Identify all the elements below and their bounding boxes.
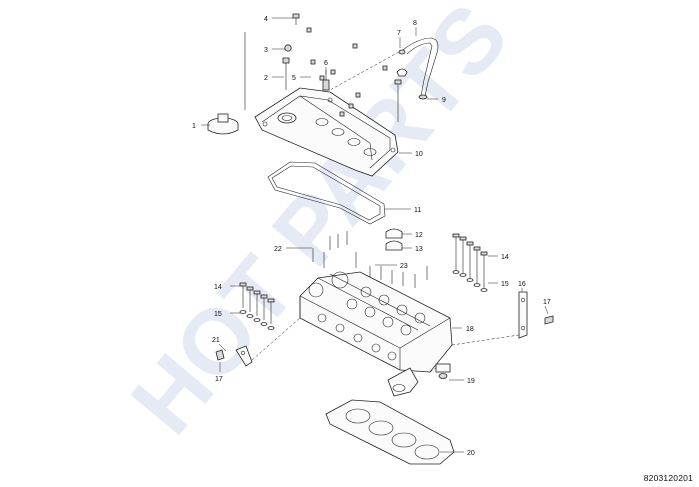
callout-labels: 1 2 3 4 5 6 7 8 9 10 11 12 13 14 14 15 1… xyxy=(192,16,551,457)
camshaft-bearing-caps xyxy=(385,228,403,251)
callout-6: 6 xyxy=(324,60,328,67)
cylinder-head-gasket xyxy=(325,399,455,465)
head-bolts-right xyxy=(452,233,488,292)
callout-8: 8 xyxy=(413,20,417,27)
callout-3: 3 xyxy=(264,47,268,54)
callout-2: 2 xyxy=(264,75,268,82)
callout-1: 1 xyxy=(192,123,196,130)
valve-cover-assembly xyxy=(207,13,439,225)
valve-cover xyxy=(254,87,399,177)
callout-11: 11 xyxy=(414,207,421,214)
callout-22: 22 xyxy=(274,246,282,253)
callout-5: 5 xyxy=(292,75,296,82)
document-code: 8203120201 xyxy=(643,473,693,483)
cover-bolts xyxy=(244,13,402,122)
lifting-bracket-right xyxy=(518,291,554,339)
callout-4: 4 xyxy=(264,16,268,23)
breather-hose xyxy=(402,37,439,97)
callout-15-left: 15 xyxy=(214,311,222,318)
assembly-lines xyxy=(251,317,520,373)
callout-17-right: 17 xyxy=(543,299,551,306)
callout-19: 19 xyxy=(467,378,475,385)
callout-13: 13 xyxy=(415,246,423,253)
watermark-text: HOT PARTS xyxy=(112,0,527,453)
callout-14-right: 14 xyxy=(501,254,509,261)
camshaft-journals xyxy=(308,271,426,336)
cam-cap-bolts xyxy=(312,231,428,288)
spark-plug-holes xyxy=(315,118,377,156)
leader-lines xyxy=(201,17,549,453)
water-outlet xyxy=(387,367,419,397)
coolant-fitting xyxy=(435,363,451,379)
oil-filler-port xyxy=(277,112,297,124)
cylinder-head xyxy=(299,271,453,373)
head-bolts-left xyxy=(239,282,275,330)
callout-10: 10 xyxy=(415,151,423,158)
watermark: HOT PARTS xyxy=(112,0,527,453)
callout-21: 21 xyxy=(212,337,220,344)
callout-14-left: 14 xyxy=(214,284,222,291)
lifting-bracket-left xyxy=(215,345,253,367)
callout-15-right: 15 xyxy=(501,281,509,288)
oil-filler-cap xyxy=(207,113,239,135)
callout-16: 16 xyxy=(518,281,526,288)
intake-ports xyxy=(317,313,397,361)
valve-cover-gasket xyxy=(267,161,386,225)
callout-9: 9 xyxy=(442,97,446,104)
callout-18: 18 xyxy=(466,326,474,333)
callout-20: 20 xyxy=(467,450,475,457)
callout-23: 23 xyxy=(400,263,408,270)
callout-17-left: 17 xyxy=(215,376,223,383)
callout-7: 7 xyxy=(397,30,401,37)
callout-12: 12 xyxy=(415,232,423,239)
